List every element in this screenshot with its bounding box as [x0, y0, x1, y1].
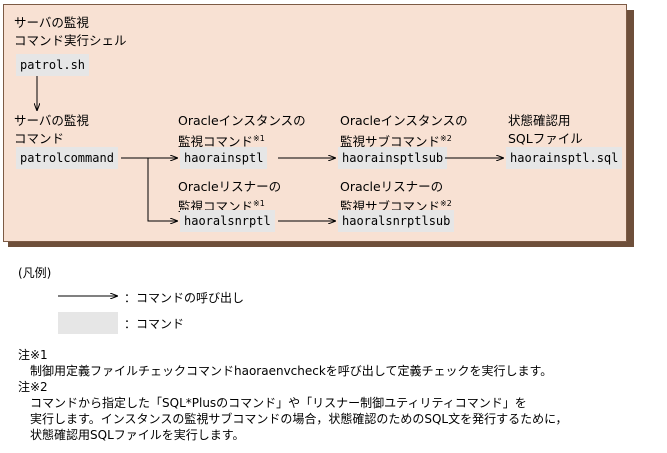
diagram-panel — [3, 4, 627, 242]
listener-sub-footnote-marker: ※2 — [440, 199, 452, 208]
instance-sub-label-line2: 監視サブコマンド※2 — [340, 134, 452, 149]
shell-command-box: patrol.sh — [16, 54, 90, 76]
listener-footnote-marker: ※1 — [253, 199, 265, 208]
monitor-label-line1: サーバの監視 — [14, 113, 89, 128]
instance-footnote-marker: ※1 — [253, 134, 265, 143]
legend-command-box — [58, 312, 118, 334]
shell-label-line1: サーバの監視 — [14, 15, 89, 30]
note2-line3: 状態確認用SQLファイルを実行します。 — [30, 428, 245, 442]
sql-label-line1: 状態確認用 — [508, 113, 571, 128]
note1-body: 制御用定義ファイルチェックコマンドhaoraenvcheckを呼び出して定義チェ… — [30, 364, 553, 378]
listener-command-box: haoralsnrptl — [180, 210, 275, 232]
instance-label-line2: 監視コマンド※1 — [178, 134, 265, 149]
note1-title: 注※1 — [18, 348, 48, 362]
instance-sub-footnote-marker: ※2 — [440, 134, 452, 143]
sql-label-line2: SQLファイル — [508, 131, 583, 146]
instance-label-line1: Oracleインスタンスの — [178, 113, 306, 128]
shell-label-line2: コマンド実行シェル — [14, 33, 127, 48]
listener-sub-command-box: haoralsnrptlsub — [338, 210, 455, 232]
note2-line1: コマンドから指定した「SQL*Plusのコマンド」や「リスナー制御ユティリティコ… — [30, 396, 527, 410]
monitor-label-line2: コマンド — [14, 131, 65, 146]
legend-box-text: ：コマンド — [124, 317, 185, 331]
arrow-monitor-to-listener — [147, 158, 178, 221]
legend-title: (凡例) — [18, 266, 52, 280]
instance-sub-label-line1: Oracleインスタンスの — [340, 113, 468, 128]
note2-title: 注※2 — [18, 380, 48, 394]
instance-command-box: haorainsptl — [180, 147, 268, 169]
monitor-command-box: patrolcommand — [16, 147, 118, 169]
instance-sub-command-box: haorainsptlsub — [338, 147, 448, 169]
sql-file-box: haorainsptl.sql — [506, 147, 623, 169]
listener-sub-label-line1: Oracleリスナーの — [340, 179, 444, 194]
legend-arrow-text: ：コマンドの呼び出し — [124, 291, 245, 305]
listener-label-line1: Oracleリスナーの — [178, 179, 282, 194]
note2-line2: 実行します。インスタンスの監視サブコマンドの場合，状態確認のためのSQL文を発行… — [30, 412, 568, 426]
